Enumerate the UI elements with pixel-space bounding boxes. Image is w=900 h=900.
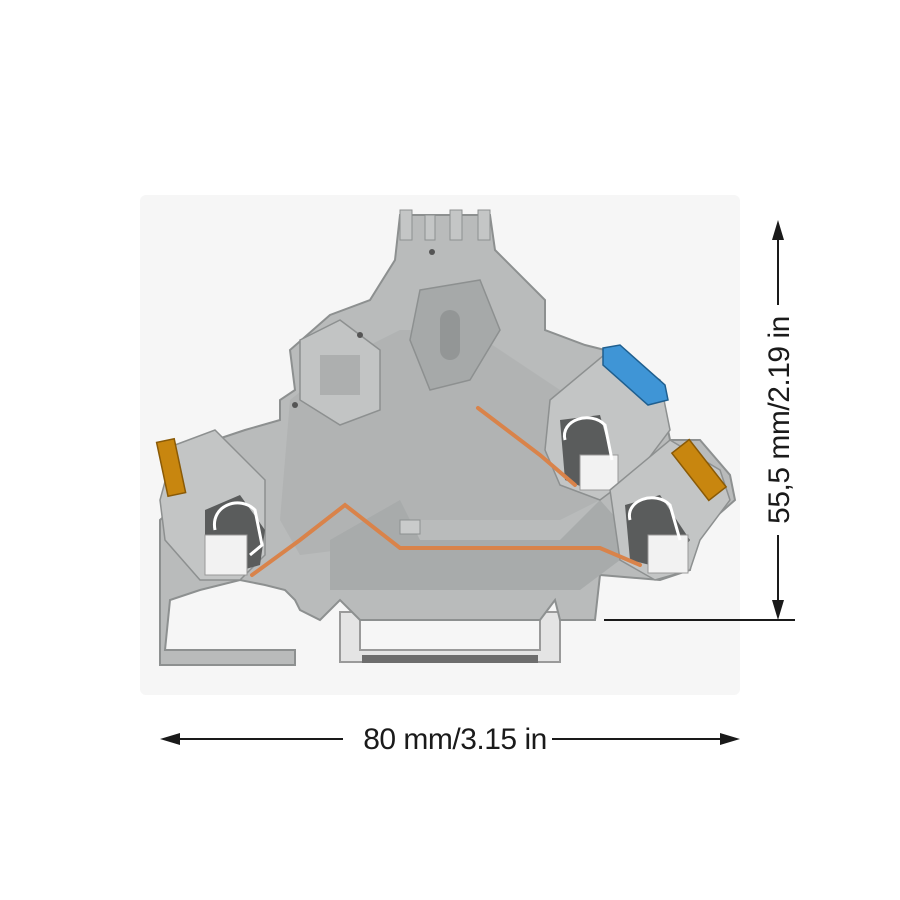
width-dimension-label: 80 mm/3.15 in (363, 723, 547, 756)
current-bridge (250, 406, 642, 577)
left-clamp (159, 429, 266, 581)
height-dimension-label: 55,5 mm/2.19 in (763, 316, 796, 524)
width-dimension (160, 733, 740, 745)
height-dimension (604, 220, 795, 621)
housing-body (159, 209, 737, 666)
left-release-lever (155, 437, 187, 498)
right-release-lever (670, 438, 728, 502)
blue-release-lever (602, 344, 669, 406)
